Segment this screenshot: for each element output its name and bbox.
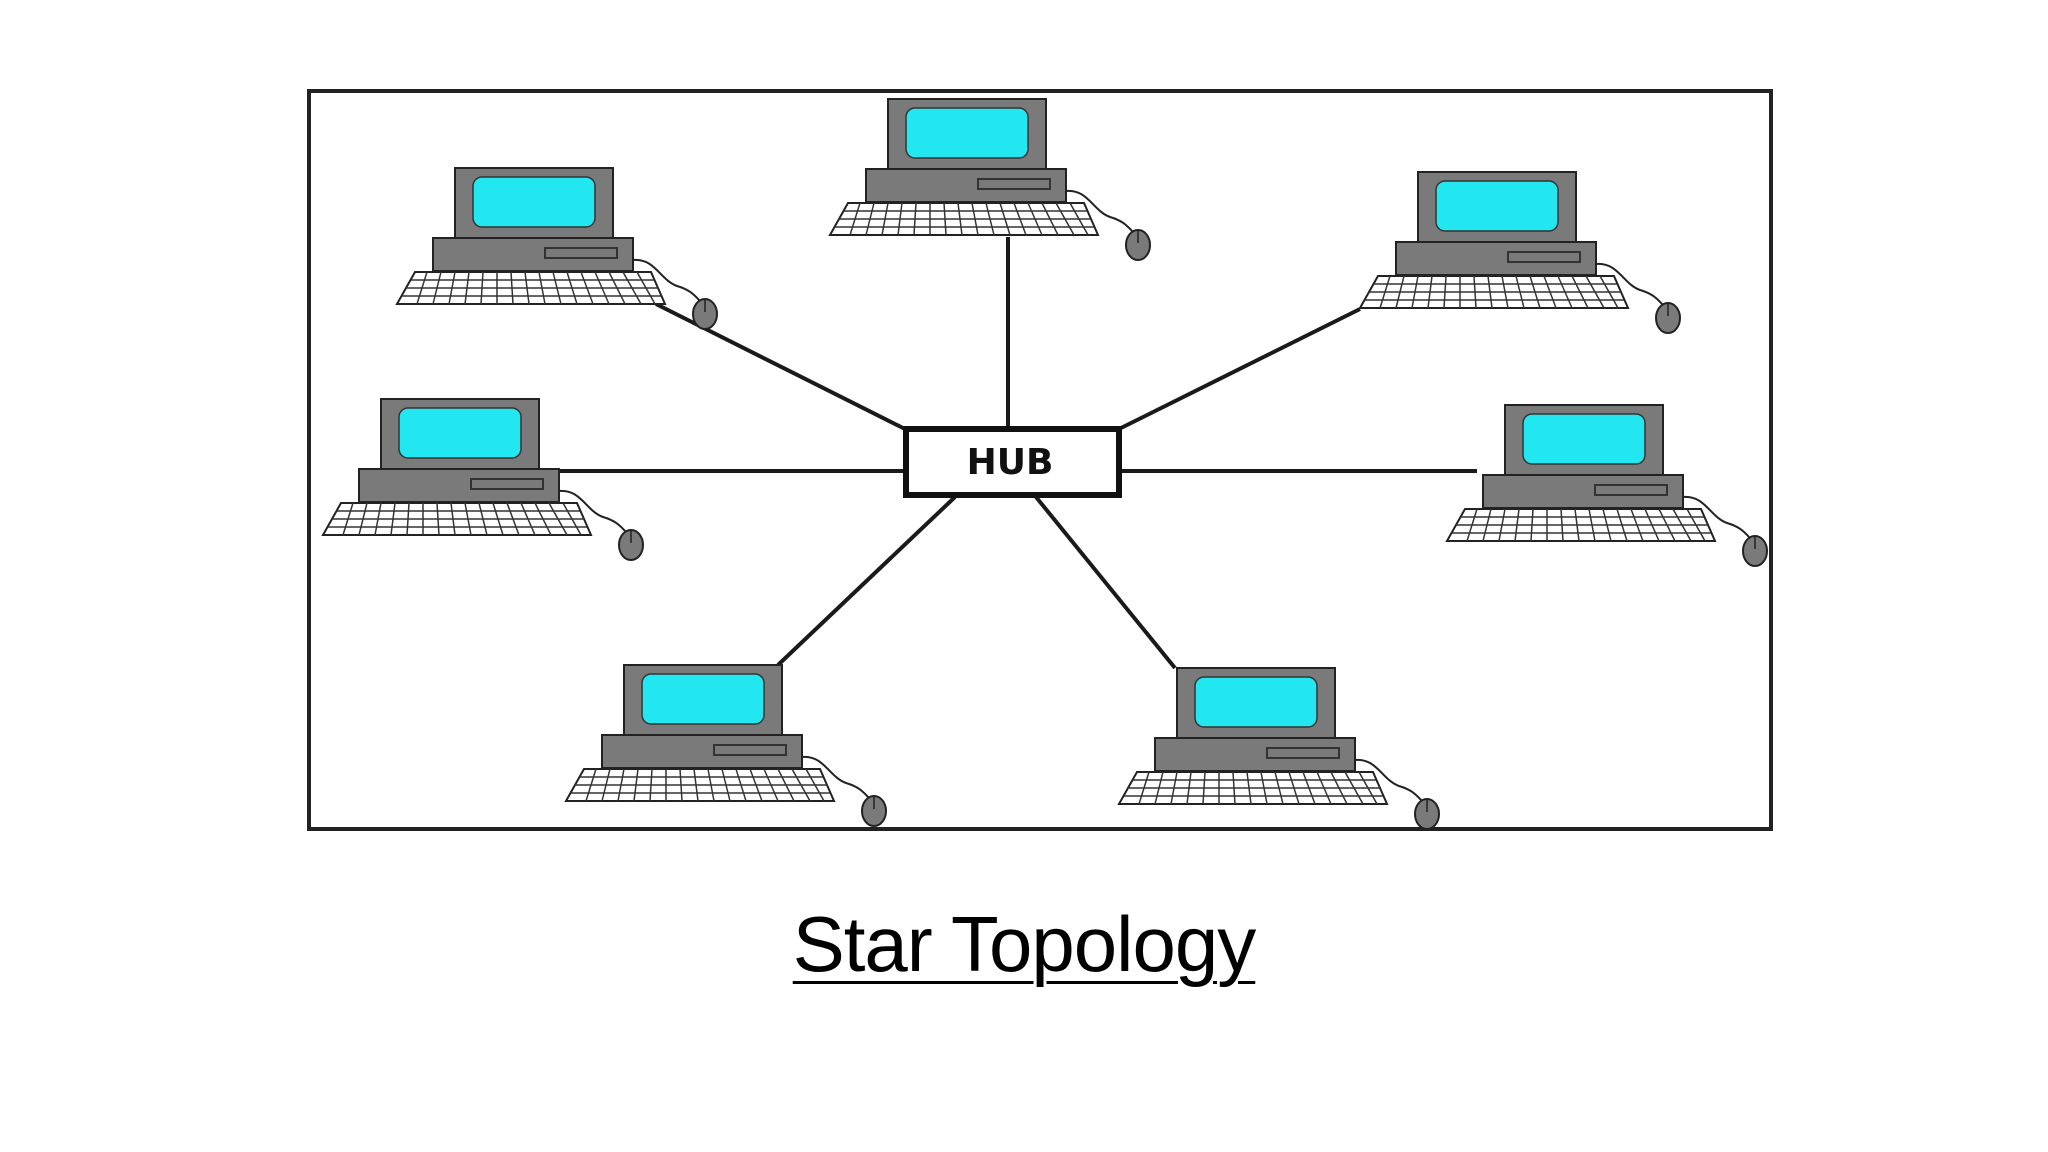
- link-top-left: [655, 302, 906, 431]
- hub: HUB: [903, 426, 1122, 498]
- hub-label: HUB: [967, 442, 1054, 483]
- computer-bottom-right: [1118, 667, 1440, 830]
- slide-title: Star Topology: [0, 896, 2048, 992]
- computer-top-left: [396, 167, 718, 330]
- computer-top-center: [829, 98, 1151, 261]
- computer-bottom-left: [565, 664, 887, 827]
- link-top-right: [1118, 307, 1361, 431]
- link-bottom-right: [1034, 495, 1177, 670]
- hub-box: [903, 426, 1122, 498]
- computer-mid-right: [1446, 404, 1768, 567]
- computer-top-right: [1359, 171, 1681, 334]
- slide-title-text: Star Topology: [792, 900, 1257, 988]
- computer-mid-left: [322, 398, 644, 561]
- link-bottom-left: [776, 495, 957, 667]
